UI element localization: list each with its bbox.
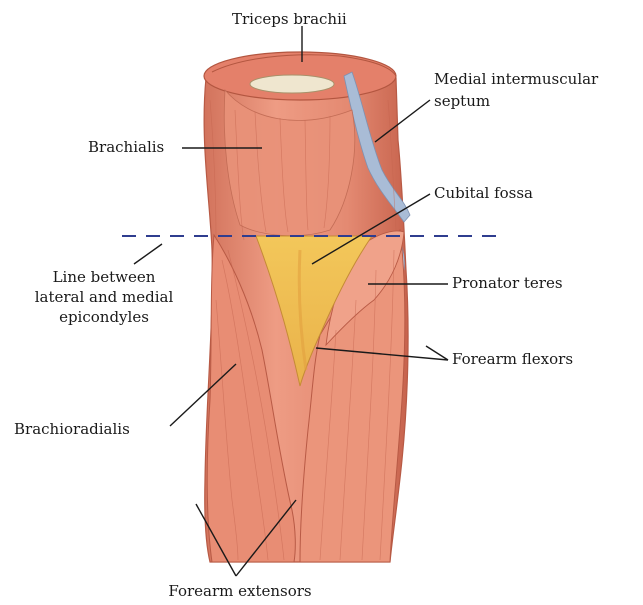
label-forearm-extensors: Forearm extensors — [140, 582, 340, 600]
label-cubital-fossa: Cubital fossa — [434, 184, 533, 202]
leader-epicondyle-line — [134, 244, 162, 264]
label-forearm-flexors: Forearm flexors — [452, 350, 573, 368]
humerus-cut — [250, 75, 334, 93]
label-medial-septum-line1: Medial intermuscular — [434, 70, 598, 88]
label-brachioradialis: Brachioradialis — [14, 420, 130, 438]
label-epicondyle-line3: epicondyles — [24, 308, 184, 326]
label-medial-septum-line2: septum — [434, 92, 490, 110]
label-pronator-teres: Pronator teres — [452, 274, 563, 292]
label-epicondyle-line2: lateral and medial — [6, 288, 202, 306]
label-epicondyle-line1: Line between — [24, 268, 184, 286]
label-triceps-brachii: Triceps brachii — [232, 10, 347, 28]
label-brachialis: Brachialis — [88, 138, 164, 156]
